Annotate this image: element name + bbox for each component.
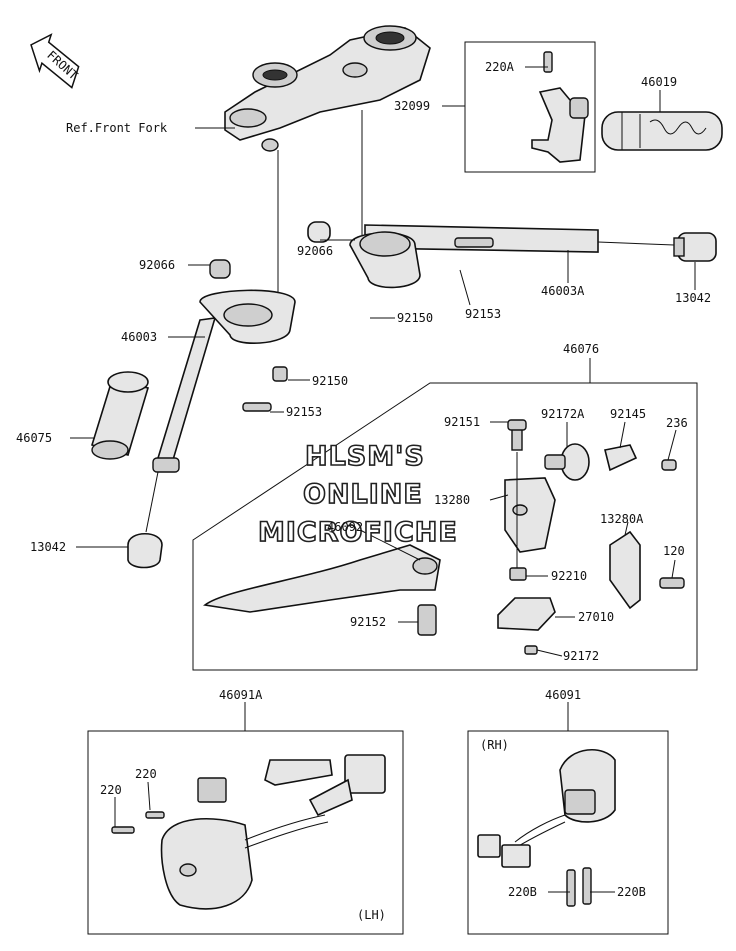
label-92150-b: 92150 — [312, 374, 348, 388]
label-rh: (RH) — [480, 738, 509, 752]
label-46019: 46019 — [641, 75, 677, 89]
upper-triple-clamp — [224, 25, 431, 152]
label-46075: 46075 — [16, 431, 52, 445]
label-92172: 92172 — [563, 649, 599, 663]
label-13042-b: 13042 — [30, 540, 66, 554]
nut-92210 — [509, 567, 527, 581]
screw-220B-b — [582, 867, 592, 905]
screw-220-b — [111, 826, 135, 834]
label-92145: 92145 — [610, 407, 646, 421]
rh-switch-46091 — [477, 748, 616, 868]
throttle-grip-46019 — [601, 111, 723, 151]
label-220B-a: 220B — [508, 885, 537, 899]
label-13280A: 13280A — [600, 512, 644, 526]
label-46076: 46076 — [563, 342, 599, 356]
screw-236 — [661, 459, 677, 471]
label-92150-a: 92150 — [397, 311, 433, 325]
label-13280: 13280 — [434, 493, 470, 507]
label-236: 236 — [666, 416, 688, 430]
label-27010: 27010 — [578, 610, 614, 624]
bolt-92151 — [511, 427, 523, 451]
label-32099: 32099 — [394, 99, 430, 113]
watermark-line-2: ONLINE — [303, 479, 423, 510]
label-46092: 46092 — [327, 520, 363, 534]
label-46003A: 46003A — [541, 284, 585, 298]
throttle-case-32099 — [531, 51, 589, 163]
plug-92066-left — [209, 259, 231, 279]
bolt-92150-left — [272, 366, 288, 382]
label-220-b: 220 — [100, 783, 122, 797]
handlebar-46003 — [152, 289, 296, 473]
label-92152: 92152 — [350, 615, 386, 629]
front-arrow-badge: FRONT — [30, 33, 80, 89]
throttle-case-box — [464, 41, 596, 173]
switch-27010 — [497, 597, 556, 631]
watermark: HLSM'S ONLINE MICROFICHE — [257, 440, 458, 549]
label-220B-b: 220B — [617, 885, 646, 899]
label-46091A: 46091A — [219, 688, 263, 702]
clamp-13280A — [609, 530, 641, 610]
label-46091: 46091 — [545, 688, 581, 702]
bar-end-13042-left — [127, 471, 163, 569]
spring-92145 — [604, 444, 638, 472]
label-92151: 92151 — [444, 415, 480, 429]
bar-end-13042-right — [673, 232, 717, 262]
label-220A: 220A — [485, 60, 515, 74]
leader-lines — [70, 66, 696, 893]
part-labels: Ref.Front Fork 220A 32099 46019 92066 92… — [16, 60, 711, 922]
label-92153-b: 92153 — [286, 405, 322, 419]
label-92066-b: 92066 — [297, 244, 333, 258]
label-lh: (LH) — [357, 908, 386, 922]
watermark-line-3: MICROFICHE — [258, 517, 458, 548]
label-13042-a: 13042 — [675, 291, 711, 305]
screw-220B-a — [566, 869, 576, 907]
label-ref-front-fork: Ref.Front Fork — [66, 121, 168, 135]
clutch-lever-46092 — [202, 544, 441, 636]
handlebar-46003A — [307, 221, 599, 289]
bolt-92153-left — [242, 402, 272, 412]
label-92066-a: 92066 — [139, 258, 175, 272]
label-120: 120 — [663, 544, 685, 558]
screw-220-a — [145, 811, 165, 819]
label-92153-a: 92153 — [465, 307, 501, 321]
label-92172A: 92172A — [541, 407, 585, 421]
watermark-line-1: HLSM'S — [305, 441, 425, 472]
screw-92172 — [524, 645, 538, 655]
label-220-a: 220 — [135, 767, 157, 781]
clutch-perch-13280 — [504, 477, 556, 553]
label-92210: 92210 — [551, 569, 587, 583]
clutch-assy-box — [192, 382, 698, 671]
grip-46075 — [90, 371, 150, 460]
lh-switch-46091A — [160, 754, 386, 910]
label-46003: 46003 — [121, 330, 157, 344]
adjuster-92172A — [544, 443, 590, 481]
bolt-120 — [659, 577, 685, 589]
